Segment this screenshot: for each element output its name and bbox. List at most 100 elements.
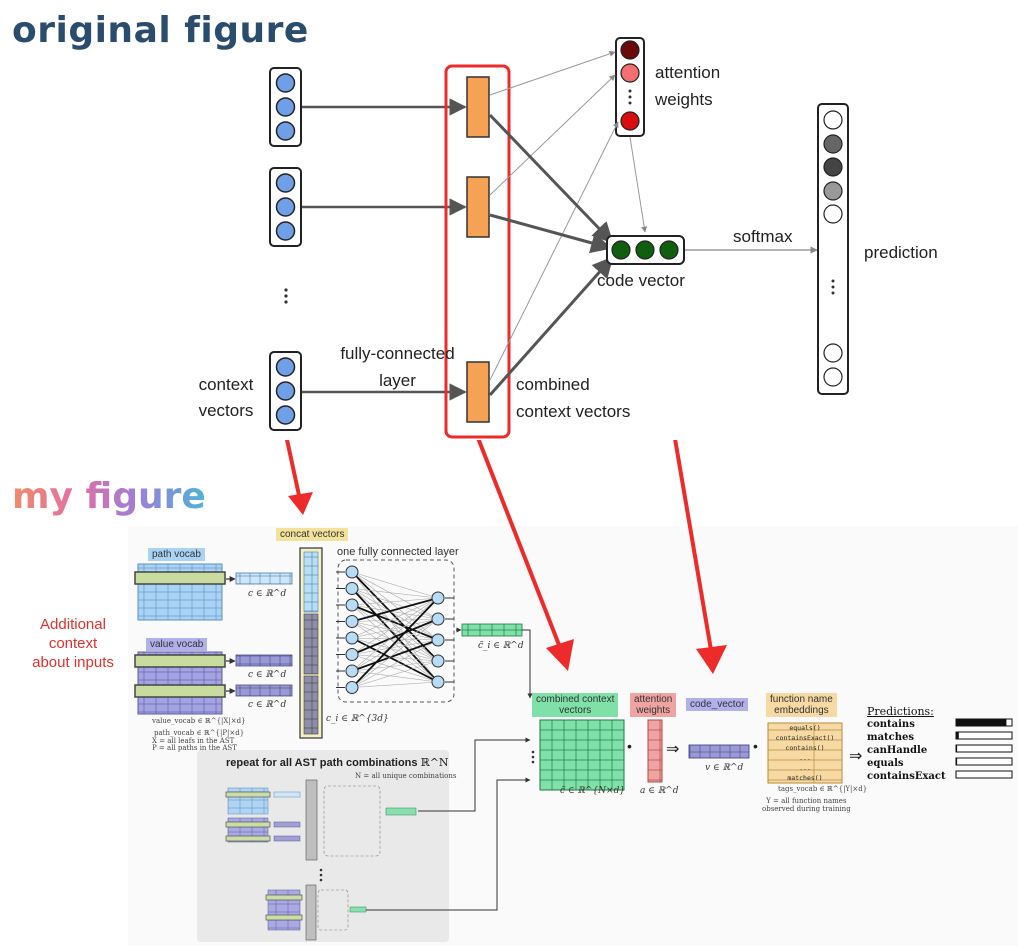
context-vector-2	[269, 167, 302, 247]
fc-connection	[351, 588, 439, 662]
path-vocab-note: path_vocab ∈ ℝ^{|P|×d}	[154, 729, 245, 737]
fc-connection	[351, 597, 439, 623]
fc-connection	[351, 681, 439, 688]
additional-context-label: Additional context about inputs	[32, 616, 114, 671]
implies-operator-2: ⇒	[849, 748, 863, 765]
fc-connection	[351, 618, 439, 622]
combined-context-label: combined context vectors	[516, 375, 631, 421]
softmax-label: softmax	[733, 227, 793, 246]
n-note: N = all unique combinations	[355, 772, 457, 780]
my-figure-heading: my figure	[12, 476, 206, 517]
fc-connection	[351, 588, 439, 641]
fc-input-node	[345, 648, 359, 661]
c-rd-label-1: c ∈ ℝ^d	[248, 589, 287, 599]
prediction-label: contains	[867, 719, 915, 730]
repeat-title: repeat for all AST path combinations ℝ^N	[226, 756, 449, 769]
fc-input-node	[345, 615, 359, 628]
fc-input-node	[345, 582, 359, 595]
attention-weights-tag: attention weights	[630, 693, 677, 717]
fc-input-node	[345, 681, 359, 694]
original-diagram	[269, 37, 849, 439]
fc-connection	[351, 571, 439, 620]
concat-vector	[299, 547, 323, 739]
fn-name-item: ...	[799, 754, 811, 762]
my-figure-diagram	[134, 440, 1013, 941]
prediction-label: equals	[867, 758, 904, 769]
fc-connection	[351, 571, 439, 662]
code-vector-tag: code_vector	[686, 698, 749, 711]
attention-weights-label: attention weights	[655, 63, 721, 109]
c-tilde-i-vector	[461, 623, 523, 637]
c-tilde-i-label: c̃_i ∈ ℝ^d	[478, 641, 524, 651]
value-vocab-tag: value vocab	[146, 638, 208, 651]
fc-connection	[351, 654, 439, 662]
dot-operator-1: •	[627, 738, 632, 754]
fc-input-node	[345, 598, 359, 612]
predictions-list: contains matches canHandle equals containsEx…	[867, 718, 946, 783]
prediction-label: canHandle	[867, 745, 928, 756]
value-embedding-2	[235, 684, 293, 697]
fc-input-node	[345, 565, 359, 579]
fc-connection	[351, 604, 439, 620]
fc-connection	[351, 597, 439, 639]
repeat-rn: ℝ^N	[420, 756, 449, 769]
red-arrows	[285, 440, 727, 674]
fc-layer-tag: one fully connected layer	[337, 546, 459, 558]
fc-connection	[351, 597, 439, 655]
c-tilde-nd-label: c̃ ∈ ℝ^{N×d}	[560, 786, 626, 796]
fc-output-node	[431, 654, 445, 668]
fc-connection	[351, 621, 439, 641]
combined-context-grid	[539, 719, 625, 791]
fc-input-node	[345, 664, 359, 678]
v-rd-label: v ∈ ℝ^d	[705, 763, 744, 773]
p-note: P = all paths in the AST	[152, 744, 237, 752]
fc-connection	[351, 597, 439, 606]
fc-connection	[351, 571, 439, 641]
fc-connection	[351, 597, 439, 672]
repeat-small-1	[225, 779, 417, 861]
combined-vector-2	[466, 176, 490, 238]
fc-connection	[351, 618, 439, 639]
combined-grid-ellipsis	[531, 750, 535, 764]
prediction-bars	[955, 718, 1013, 779]
fn-name-item: ...	[799, 764, 811, 772]
a-rd-label: a ∈ ℝ^d	[640, 786, 679, 796]
fc-connection	[351, 639, 439, 688]
context-vectors-label: context vectors	[198, 375, 254, 420]
fn-names-list: equals()containsExact()contains()......m…	[768, 723, 842, 783]
ci-3d-label: c_i ∈ ℝ^{3d}	[326, 714, 389, 724]
prediction-bar-fill	[956, 758, 958, 765]
prediction-label: prediction	[864, 243, 938, 262]
fc-layer-box	[337, 559, 455, 703]
fn-embeddings-tag: function name embeddings	[766, 693, 837, 717]
prediction-label: containsExact	[867, 771, 946, 782]
value-embedding-1	[235, 654, 293, 667]
fc-connection	[351, 588, 439, 599]
prediction-bar-fill	[956, 771, 957, 778]
fc-network	[336, 565, 454, 694]
code-vector	[606, 235, 685, 265]
prediction-label: matches	[867, 732, 915, 743]
fc-connection	[351, 660, 439, 672]
combined-vector-3	[466, 361, 490, 423]
c-rd-label-2: c ∈ ℝ^d	[248, 670, 287, 680]
fn-name-item: contains()	[785, 744, 825, 752]
fn-name-item: equals()	[789, 724, 821, 732]
x-note: X = all leafs in the AST	[152, 737, 235, 745]
path-embedding	[235, 572, 293, 585]
fc-connection	[351, 660, 439, 688]
attention-weights-col	[647, 719, 663, 783]
fc-connection	[351, 637, 439, 662]
prediction-bar-fill	[956, 745, 958, 752]
context-vector-1	[269, 67, 302, 147]
tags-note: tags_vocab ∈ ℝ^{|Y|×d}	[778, 785, 868, 793]
fc-connection	[351, 604, 439, 641]
fc-output-node	[431, 612, 445, 626]
fc-connection	[351, 639, 439, 672]
fc-output-node	[431, 591, 445, 605]
predictions-title: Predictions:	[867, 705, 934, 718]
fc-output-node	[431, 633, 445, 647]
fn-embeddings-grid	[767, 722, 843, 784]
fc-connection	[351, 604, 439, 662]
fc-connection	[351, 639, 439, 655]
